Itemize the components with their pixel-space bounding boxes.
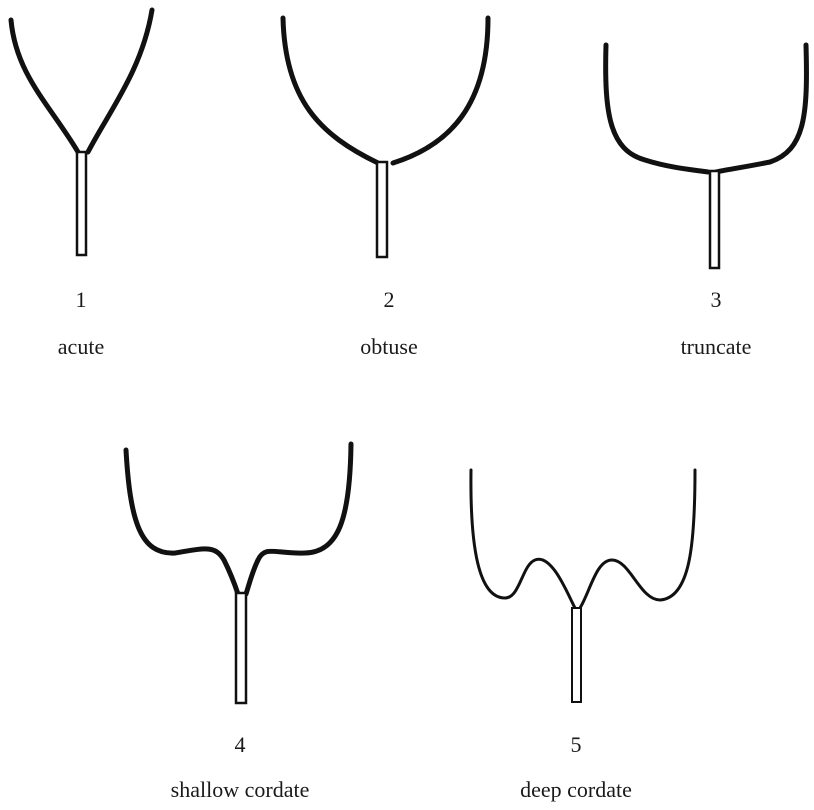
petiole-obtuse bbox=[377, 162, 387, 257]
shape-number-1: 1 bbox=[76, 289, 87, 311]
shape-number-2: 2 bbox=[384, 289, 395, 311]
leaf-base-truncate bbox=[606, 45, 807, 268]
leaf-base-deep-cordate bbox=[471, 470, 695, 702]
petiole-truncate bbox=[710, 171, 719, 268]
shape-number-5: 5 bbox=[571, 734, 582, 756]
shape-name-4: shallow cordate bbox=[171, 779, 310, 801]
petiole-acute bbox=[77, 152, 86, 255]
leaf-outline-shallow-cordate bbox=[126, 444, 351, 594]
shape-name-5: deep cordate bbox=[520, 779, 632, 801]
shape-number-4: 4 bbox=[235, 734, 246, 756]
shape-number-3: 3 bbox=[711, 289, 722, 311]
leaf-outline-acute bbox=[11, 10, 152, 152]
leaf-base-obtuse bbox=[283, 18, 488, 257]
leaf-outline-deep-cordate bbox=[471, 470, 695, 608]
shape-name-3: truncate bbox=[681, 336, 752, 358]
leaf-base-acute bbox=[11, 10, 152, 255]
leaf-outline-truncate bbox=[606, 45, 807, 172]
shape-name-2: obtuse bbox=[360, 336, 417, 358]
petiole-shallow-cordate bbox=[236, 593, 246, 703]
leaf-base-shallow-cordate bbox=[126, 444, 351, 703]
shape-name-1: acute bbox=[58, 336, 104, 358]
leaf-outline-obtuse bbox=[283, 18, 488, 163]
petiole-deep-cordate bbox=[572, 608, 581, 702]
